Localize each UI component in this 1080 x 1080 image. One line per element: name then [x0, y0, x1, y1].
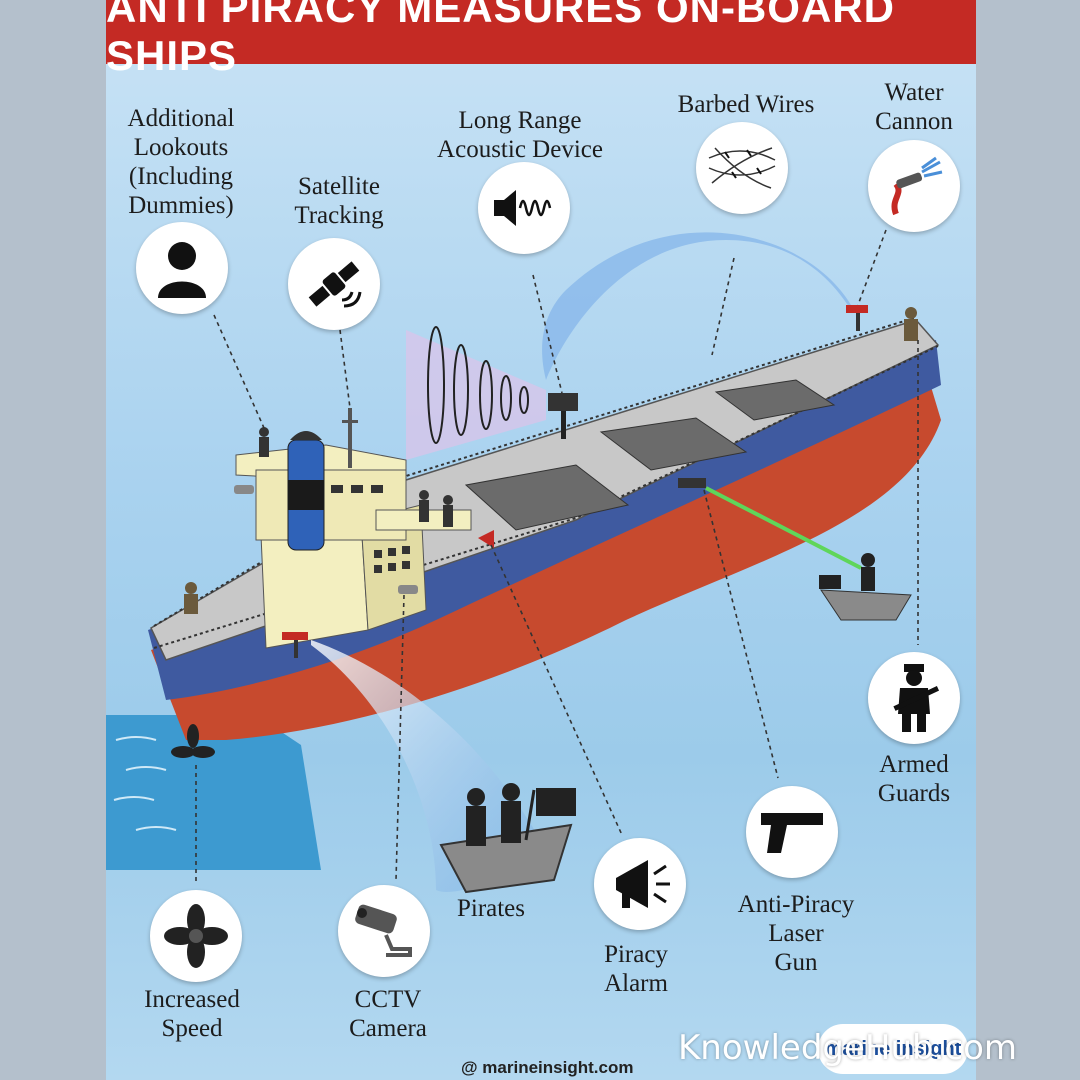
label-barbed-wires: Barbed Wires: [677, 91, 815, 118]
label-acoustic: Long Range Acoustic Device: [437, 107, 603, 163]
megaphone-icon: [616, 860, 670, 908]
piracy-alarm-circle: [594, 838, 686, 930]
water-hose-icon: [891, 156, 943, 216]
label-pirates: Pirates: [456, 895, 526, 922]
ship-scene: [106, 229, 941, 894]
laser-beam: [705, 486, 862, 570]
label-cctv: CCTV Camera: [349, 986, 427, 1042]
satellite-icon: [308, 261, 362, 308]
propeller-icon: [164, 904, 228, 968]
barbed-wire-circle: [696, 122, 788, 214]
water-cannon-circle: [868, 140, 960, 232]
armed-guard-icon: [893, 664, 940, 732]
satellite-circle: [288, 238, 380, 330]
credit-text: @ marineinsight.com: [461, 1058, 634, 1077]
person-icon: [158, 242, 206, 298]
hatch-cover: [464, 464, 630, 531]
title-banner: ANTI PIRACY MEASURES ON-BOARD SHIPS: [106, 0, 976, 79]
label-satellite: Satellite Tracking: [294, 173, 384, 229]
label-laser-gun: Anti-Piracy Laser Gun: [737, 891, 855, 976]
laser-gun-icon: [761, 813, 823, 853]
water-cannon-spray-top: [542, 232, 851, 380]
lookouts-circle: [136, 222, 228, 314]
barbed-wire-icon: [708, 147, 776, 189]
label-increased-speed: Increased Speed: [144, 986, 240, 1042]
label-armed-guards: Armed Guards: [877, 751, 951, 807]
hatch-cover: [714, 379, 836, 421]
cctv-circle: [338, 885, 430, 977]
pirate-boat-small: [820, 589, 912, 621]
page-title: ANTI PIRACY MEASURES ON-BOARD SHIPS: [106, 0, 895, 79]
label-piracy-alarm: Piracy Alarm: [604, 941, 668, 997]
cctv-icon: [355, 904, 412, 957]
acoustic-beam: [406, 330, 546, 460]
armed-guards-circle: [868, 652, 960, 744]
hatch-cover: [599, 417, 748, 471]
acoustic-circle: [478, 162, 570, 254]
brand-logo: marine insight: [818, 1024, 968, 1074]
guard-figure: [184, 307, 918, 614]
logo-text: marine insight: [824, 1037, 962, 1060]
speaker-icon: [494, 190, 552, 226]
water-cannon-spray-bottom: [311, 640, 546, 892]
infographic-poster: ANTI PIRACY MEASURES ON-BOARD SHIPS: [106, 0, 976, 1080]
label-lookouts: Additional Lookouts (Including Dummies): [127, 105, 235, 219]
increased-speed-circle: [150, 890, 242, 982]
sea: [106, 715, 321, 870]
label-water-cannon: Water Cannon: [875, 79, 953, 135]
watermark-text: KnowledgeHub.com: [678, 1028, 1018, 1068]
propeller: [171, 724, 215, 758]
laser-gun-circle: [746, 786, 838, 878]
